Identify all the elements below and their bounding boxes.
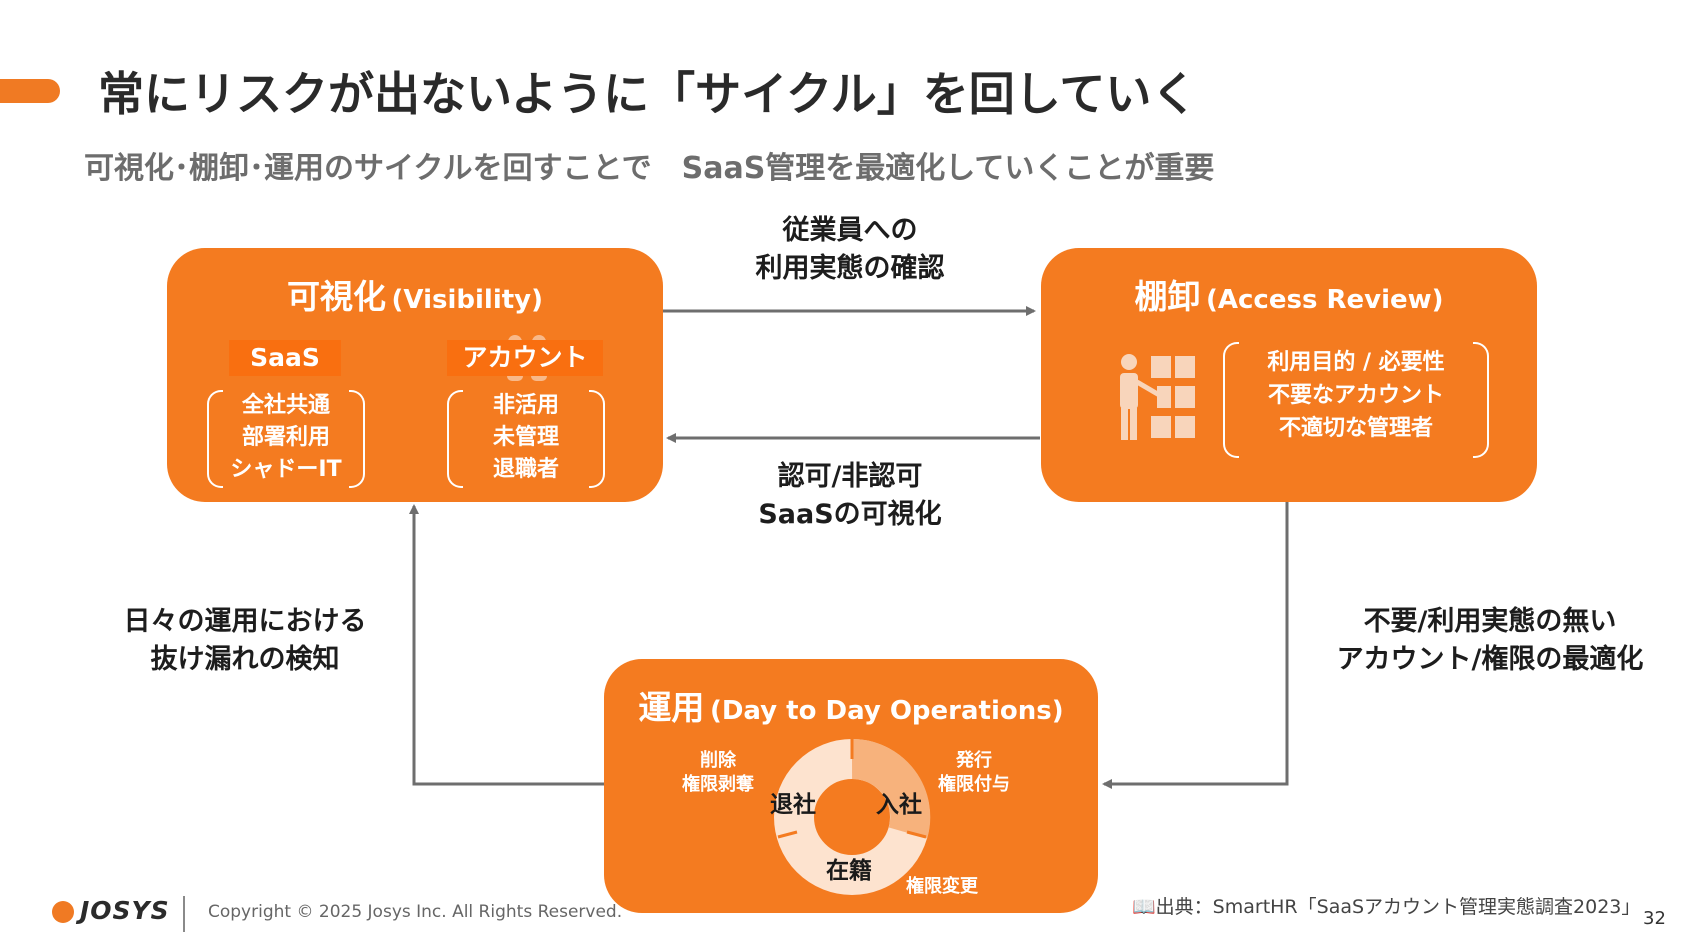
review-items: 利用目的 / 必要性 不要なアカウント 不適切な管理者 [1223,342,1489,458]
review-item: 利用目的 / 必要性 [1267,350,1445,375]
cycle-join: 入社 [876,792,922,818]
review-item: 不適切な管理者 [1278,416,1433,441]
arrow-review-to-operations [1102,500,1289,789]
operations-box: 運用 (Day to Day Operations) 退社 入社 在籍 削除権限… [604,659,1098,913]
saas-item: 部署利用 [241,425,330,450]
account-item: 非活用 [492,393,559,418]
account-item: 退職者 [492,457,559,482]
account-item: 未管理 [492,425,559,450]
right-arrow-label: 不要/利用実態の無いアカウント/権限の最適化 [1336,606,1644,675]
footer-divider [183,896,185,932]
saas-item: シャドーIT [230,457,342,482]
operations-title: 運用 (Day to Day Operations) [638,688,1064,727]
account-items: 非活用 未管理 退職者 [447,390,605,488]
accent-bar [0,79,60,103]
saas-items: 全社共通 部署利用 シャドーIT [207,390,365,488]
josys-logo: JOSYS [52,896,170,925]
visibility-box: 可視化 (Visibility) SaaS アカウント 全社共通 部署利用 シャ… [167,248,663,502]
source-note: 📖出典：SmartHR「SaaSアカウント管理実態調査2023」 [1132,896,1641,918]
cycle-enrolled: 在籍 [826,858,872,884]
josys-logo-icon [52,901,74,923]
book-icon: 📖 [1132,896,1156,918]
access-review-box: 棚卸 (Access Review) 利用目的 / 必要性 不要なアカウント 不… [1041,248,1537,502]
top-arrow-label: 従業員への利用実態の確認 [755,215,945,284]
leave-note: 削除権限剥奪 [682,750,754,795]
left-arrow-label: 日々の運用における抜け漏れの検知 [123,606,367,675]
review-item: 不要なアカウント [1267,383,1444,408]
join-note: 発行権限付与 [938,750,1010,795]
access-review-title: 棚卸 (Access Review) [1134,277,1444,316]
visibility-title: 可視化 (Visibility) [286,277,544,316]
copyright: Copyright © 2025 Josys Inc. All Rights R… [208,902,623,922]
page-subtitle: 可視化･棚卸･運用のサイクルを回すことで SaaS管理を最適化していくことが重要 [84,151,1215,186]
presenter-board-icon [1120,354,1195,440]
saas-tag: SaaS [229,340,341,376]
page-number: 32 [1643,908,1666,929]
arrow-operations-to-visibility [409,504,604,786]
account-tag: アカウント [447,340,603,376]
page-title: 常にリスクが出ないように「サイクル」を回していく [98,67,1198,121]
lifecycle-ring [774,738,931,895]
cycle-leave: 退社 [770,792,816,818]
saas-item: 全社共通 [241,393,330,418]
enrolled-note: 権限変更 [906,876,978,897]
